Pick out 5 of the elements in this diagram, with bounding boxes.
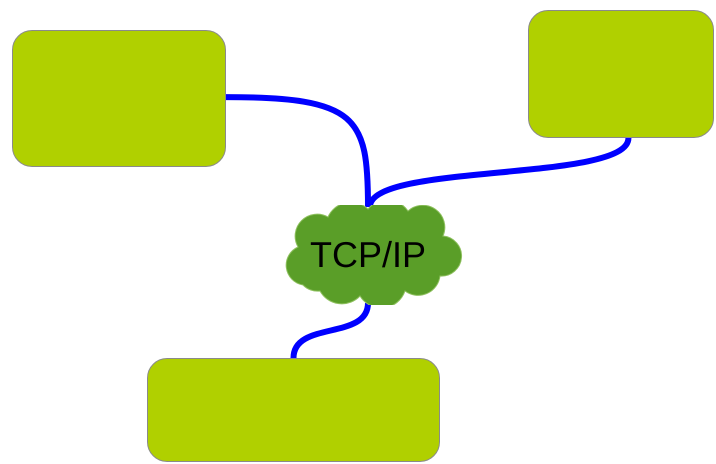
rounded-box <box>147 358 440 462</box>
rounded-box <box>528 10 714 138</box>
rounded-box <box>12 30 226 167</box>
cloud-label: TCP/IP <box>310 237 426 273</box>
connector-line <box>226 94 371 208</box>
